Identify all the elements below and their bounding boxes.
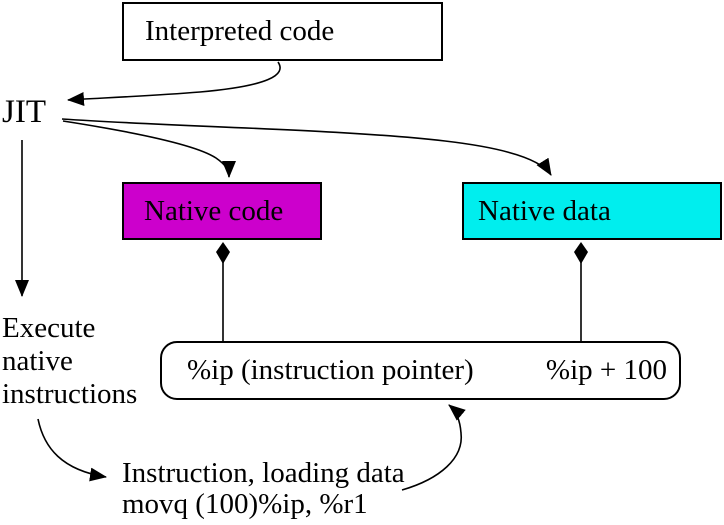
instruction-note-line2: movq (100)%ip, %r1	[122, 488, 368, 520]
jit-label: JIT	[2, 94, 46, 130]
diamond-head-native-data	[574, 242, 588, 264]
arrow-note-to-pointer	[401, 404, 466, 491]
arrow-jit-to-native-data	[61, 118, 552, 176]
instruction-note-line1: Instruction, loading data	[122, 457, 405, 489]
interpreted-code-label: Interpreted code	[145, 15, 335, 47]
node-interpreted-code: Interpreted code	[122, 2, 443, 61]
diamond-head-native-code	[216, 242, 230, 264]
native-code-label: Native code	[144, 194, 284, 227]
execute-native-instructions-label: Execute native instructions	[2, 312, 138, 410]
native-data-label: Native data	[478, 194, 611, 227]
arrow-interpreted-to-jit	[67, 61, 281, 106]
instruction-note: Instruction, loading data movq (100)%ip,…	[122, 458, 405, 520]
arrow-jit-to-native-code	[62, 120, 236, 178]
arrow-execute-to-note	[37, 418, 107, 482]
node-instruction-pointer: %ip (instruction pointer) %ip + 100	[160, 341, 681, 400]
node-native-data: Native data	[462, 182, 722, 240]
instruction-pointer-label: %ip (instruction pointer)	[187, 354, 474, 386]
instruction-pointer-offset-label: %ip + 100	[545, 354, 667, 386]
node-native-code: Native code	[122, 182, 322, 240]
